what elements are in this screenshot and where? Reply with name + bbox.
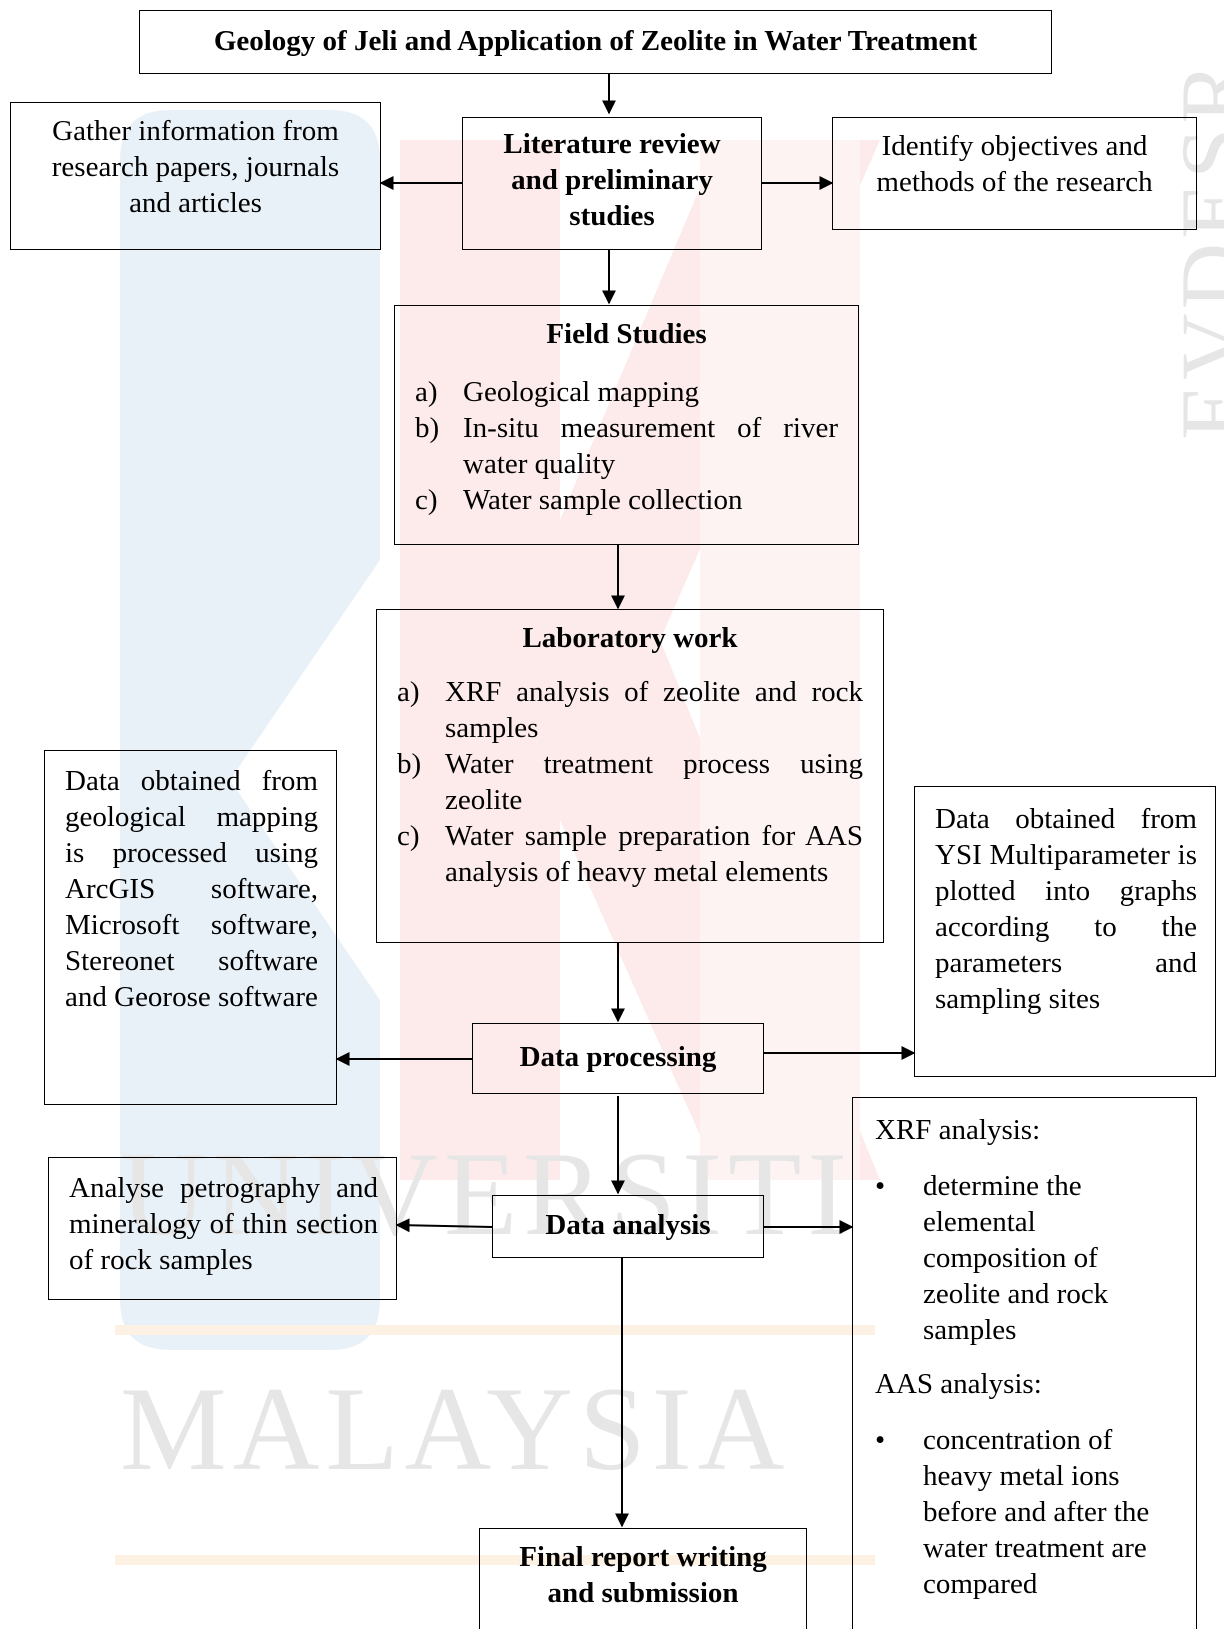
analysis-right-note: XRF analysis: • determine the elemental … [852,1097,1197,1629]
watermark-malaysia-text: MALAYSIA [120,1362,791,1495]
list-item-text: XRF analysis of zeolite and rock samples [445,676,863,744]
list-item-text: Water treatment process using zeolite [445,748,863,816]
list-item: c) Water sample collection [415,482,838,518]
data-analysis-label: Data analysis [545,1209,711,1241]
list-item: b) Water treatment process using zeolite [397,746,863,818]
processing-left-note: Data obtained from geological mapping is… [44,750,337,1105]
xrf-bullet-item: • determine the elemental composition of… [875,1168,1178,1348]
watermark-university-text: UNIVERSITI [120,1127,854,1260]
identify-note-line-2: methods of the research [876,166,1153,198]
bullet-marker: • [875,1170,886,1202]
diagram-title: Geology of Jeli and Application of Zeoli… [213,25,978,57]
processing-left-note-text: Data obtained from geological mapping is… [65,765,318,1013]
title-box: Geology of Jeli and Application of Zeoli… [139,10,1052,74]
literature-label-line-1: Literature review [503,128,721,160]
xrf-bullet-text: determine the elemental composition of z… [923,1170,1109,1346]
list-marker: b) [397,748,422,780]
arrow-analysis-to-left-note [395,1218,493,1233]
literature-review-box: Literature review and preliminary studie… [462,117,762,250]
gather-note-line-1: Gather information from [52,115,339,147]
aas-bullet-item: • concentration of heavy metal ions befo… [875,1422,1178,1602]
gather-note-line-3: and articles [129,187,262,219]
final-report-line-2: and submission [547,1577,739,1609]
analysis-left-note-text: Analyse petrography and mineralogy of th… [69,1172,378,1276]
aas-analysis-heading: AAS analysis: [875,1368,1042,1400]
final-report-box: Final report writing and submission [479,1528,807,1629]
list-item-text: Water sample collection [463,484,743,516]
field-studies-list: a) Geological mapping b) In-situ measureme… [415,374,838,518]
list-item: a) Geological mapping [415,374,838,410]
list-item-text: Water sample preparation for AAS analysi… [445,820,863,888]
laboratory-work-title: Laboratory work [522,622,738,654]
list-item-text: Geological mapping [463,376,699,408]
field-studies-title: Field Studies [546,318,707,350]
aas-bullet-text: concentration of heavy metal ions before… [923,1424,1150,1600]
laboratory-work-list: a) XRF analysis of zeolite and rock sampl… [397,674,863,890]
list-item-text: In-situ measurement of river water quali… [463,412,838,480]
list-item: a) XRF analysis of zeolite and rock sampl… [397,674,863,746]
bullet-marker: • [875,1424,886,1456]
processing-right-note: Data obtained from YSI Multiparameter is… [914,786,1216,1077]
gather-note-line-2: research papers, journals [51,151,340,183]
analysis-left-note: Analyse petrography and mineralogy of th… [48,1157,397,1300]
list-item: b) In-situ measurement of river water qua… [415,410,838,482]
list-marker: c) [397,820,420,852]
final-report-line-1: Final report writing [519,1541,767,1573]
literature-label-line-2: and preliminary [511,164,713,196]
processing-right-note-text: Data obtained from YSI Multiparameter is… [935,803,1197,1015]
data-analysis-box: Data analysis [492,1195,764,1258]
list-marker: a) [415,376,438,408]
list-marker: c) [415,484,438,516]
gather-information-note: Gather information from research papers,… [10,102,381,250]
field-studies-box: Field Studies a) Geological mapping b) In-… [394,305,859,545]
list-marker: b) [415,412,440,444]
data-processing-box: Data processing [472,1023,764,1094]
identify-objectives-note: Identify objectives and methods of the r… [832,117,1197,230]
list-item: c) Water sample preparation for AAS analy… [397,818,863,890]
data-processing-label: Data processing [519,1041,717,1073]
xrf-analysis-heading: XRF analysis: [875,1114,1041,1146]
laboratory-work-box: Laboratory work a) XRF analysis of zeolit… [376,609,884,943]
identify-note-line-1: Identify objectives and [881,130,1148,162]
list-marker: a) [397,676,420,708]
literature-label-line-3: studies [569,200,655,232]
